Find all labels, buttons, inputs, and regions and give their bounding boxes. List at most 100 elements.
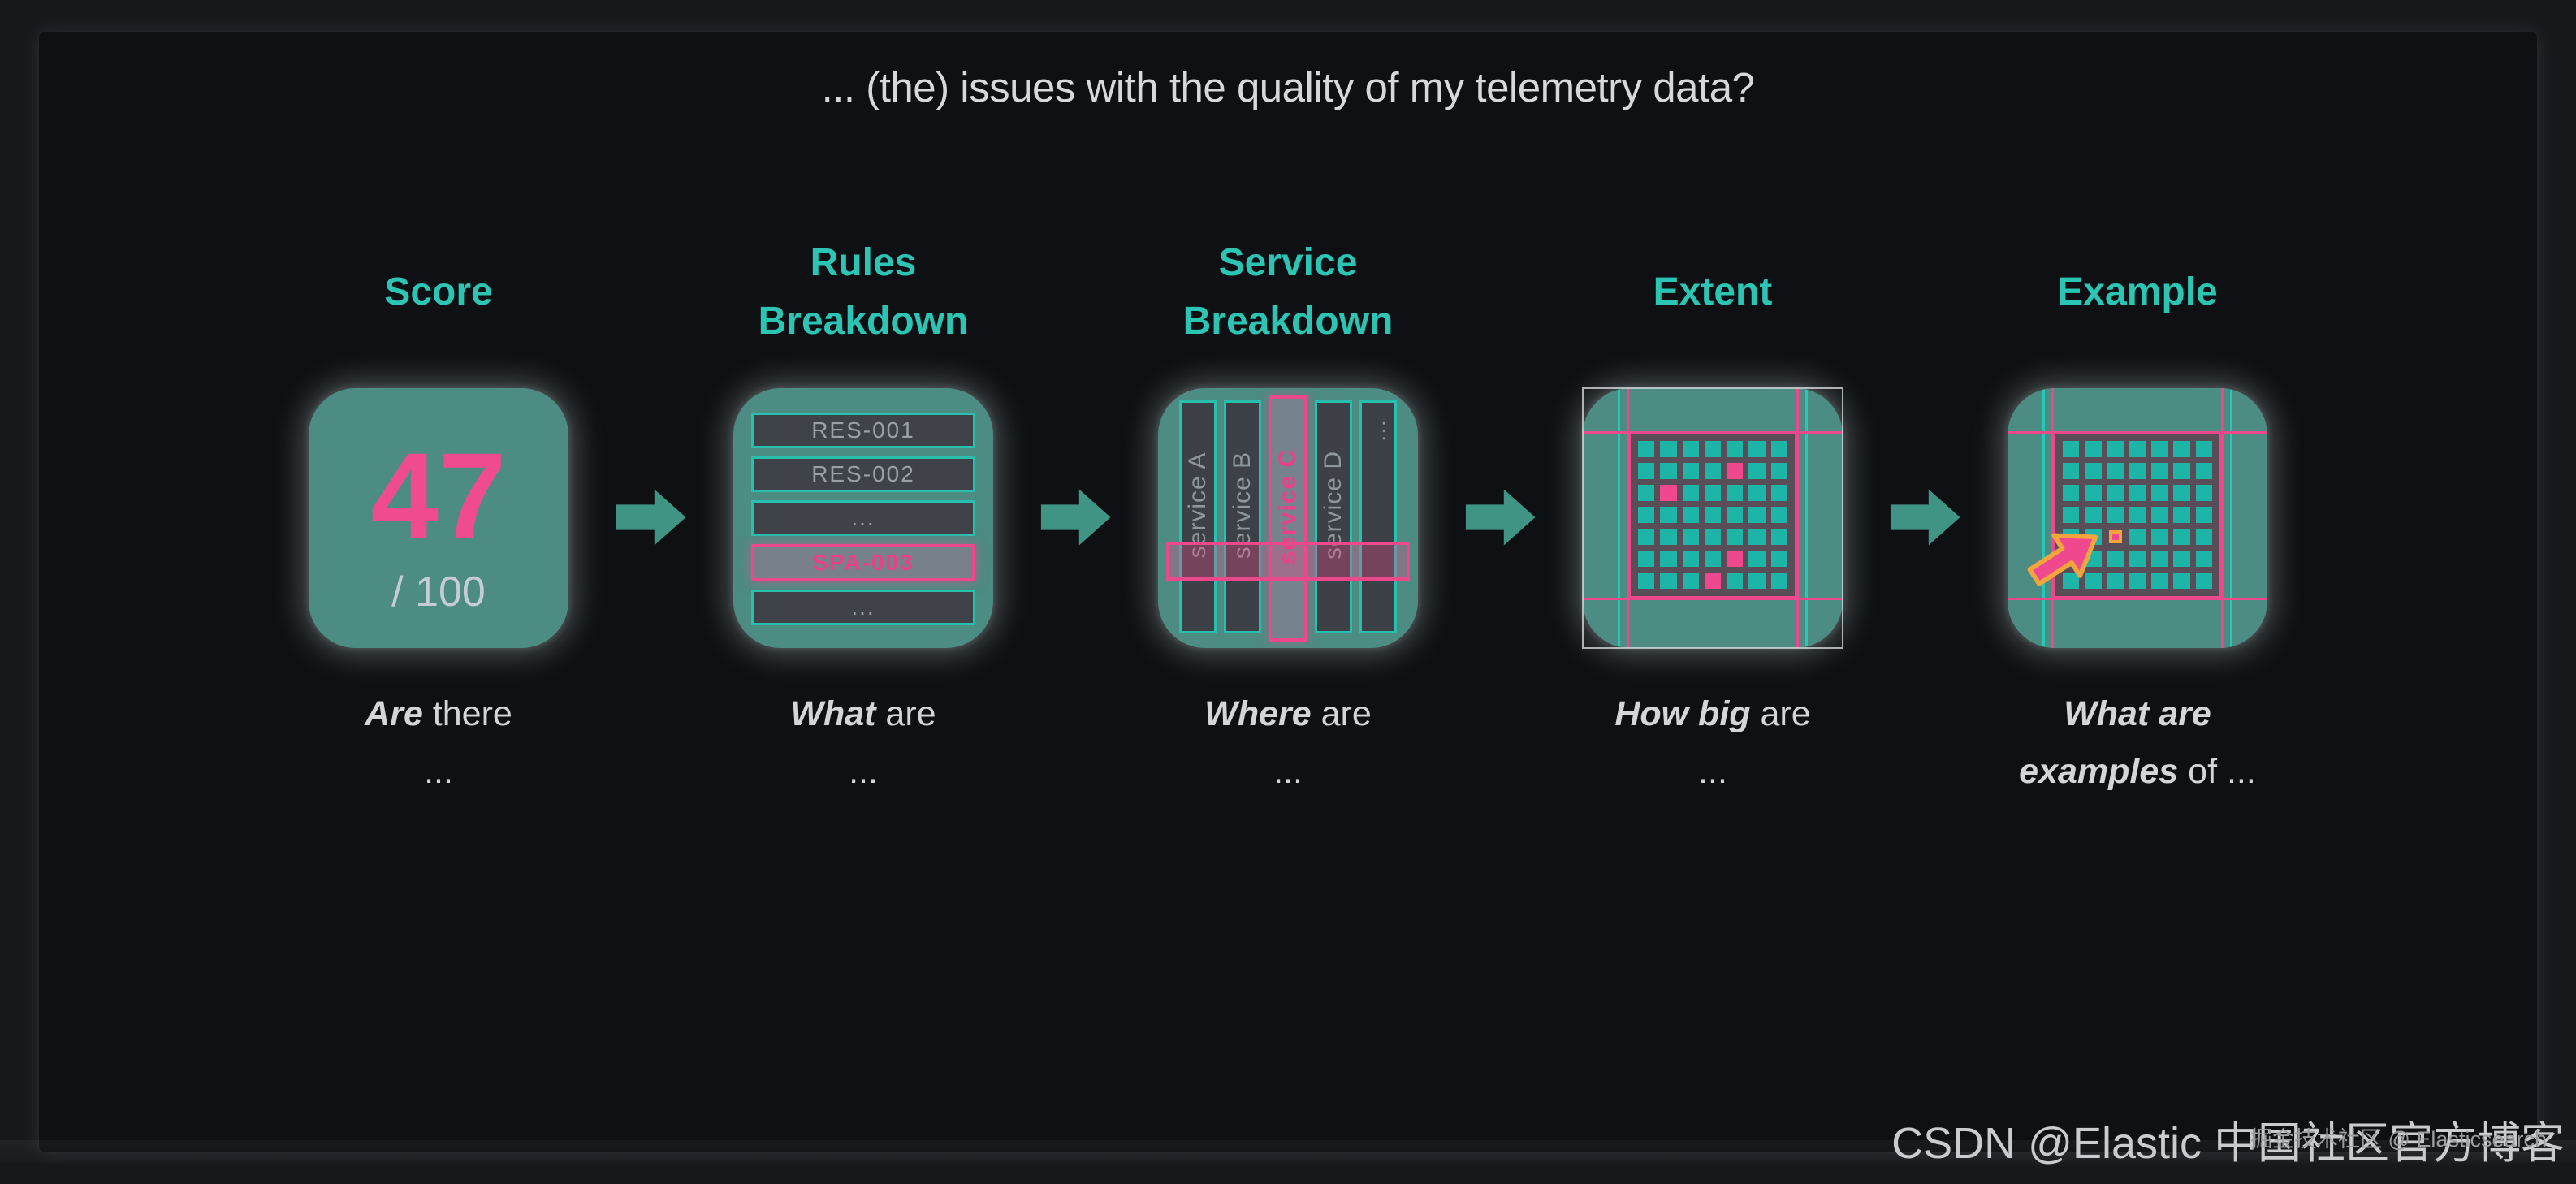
grid-cell [1638, 440, 1655, 457]
grid-cell [2129, 506, 2146, 523]
grid-cell [1770, 440, 1787, 457]
grid-cell [1660, 484, 1677, 501]
watermark-band [0, 1140, 2576, 1163]
guide-line [2229, 388, 2232, 648]
grid-cell [2085, 506, 2102, 523]
rules-box: RES-001 RES-002 ... SPA-003 ... [733, 388, 993, 648]
grid-cell [1770, 528, 1787, 545]
arrow-gap [993, 484, 1158, 551]
example-box [2008, 388, 2267, 648]
grid-cell [2085, 484, 2102, 501]
grid-cell [1748, 528, 1766, 545]
grid-cell [2129, 550, 2146, 567]
rule-row: RES-001 [751, 413, 975, 448]
service-column-highlighted: service C [1269, 395, 1307, 642]
grid-cell [2195, 506, 2212, 523]
guide-line [2220, 388, 2224, 648]
question-text: ... (the) issues with the quality of my … [821, 64, 1755, 110]
grid-cell [2173, 506, 2190, 523]
grid-cell [2195, 484, 2212, 501]
grid-cell [1682, 484, 1699, 501]
right-arrow-icon [1040, 489, 1111, 546]
guide-line [1583, 597, 1843, 600]
right-arrow-icon [1465, 489, 1536, 546]
grid-cell [2151, 528, 2168, 545]
grid-cell [2173, 440, 2190, 457]
grid-cell [2151, 506, 2168, 523]
panel-title: Service Breakdown [1182, 241, 1394, 343]
guide-line [1796, 388, 1799, 648]
grid-cell [1704, 440, 1722, 457]
grid-cell [1638, 572, 1655, 589]
grid-cell [1682, 462, 1699, 479]
grid-cell [2195, 528, 2212, 545]
rules-list: RES-001 RES-002 ... SPA-003 ... [751, 413, 975, 625]
grid-cell [1704, 528, 1722, 545]
guide-line [1627, 388, 1630, 648]
pointer-arrow-icon [2028, 533, 2098, 586]
impact-band [1165, 541, 1411, 581]
grid-cell [2195, 440, 2212, 457]
extent-box [1582, 387, 1843, 649]
grid-cell [1748, 462, 1766, 479]
panel-title: Score [384, 270, 493, 313]
grid-cell [2107, 506, 2124, 523]
grid-cell [2173, 462, 2190, 479]
grid-cell [2129, 440, 2146, 457]
panel-caption: How big are ... [1614, 694, 1811, 791]
service-column: ... [1359, 400, 1397, 633]
score-denominator: / 100 [391, 568, 486, 616]
guide-line [1804, 388, 1808, 648]
panel-service-breakdown: Service Breakdown service A service B se… [1158, 227, 1418, 801]
panel-title: Example [2057, 270, 2218, 313]
grid-cell [1727, 572, 1744, 589]
guide-line [2042, 388, 2046, 648]
panel-caption: Are there ... [365, 694, 512, 791]
grid-cell [1727, 550, 1744, 567]
grid-cell [2107, 572, 2124, 589]
rule-row: RES-002 [751, 456, 975, 492]
grid-cell [1704, 462, 1722, 479]
grid-cell [1682, 528, 1699, 545]
watermark-juejin: 掘金技术社区 @ Elasticsearch [2250, 1127, 2547, 1152]
panel-example: Example W [2008, 227, 2267, 801]
grid-cell [2107, 440, 2124, 457]
grid-cell [1660, 462, 1677, 479]
grid-cell [1660, 440, 1677, 457]
grid-cell [2063, 462, 2080, 479]
guide-line [2008, 597, 2267, 600]
grid-cell [1638, 484, 1655, 501]
services-box: service A service B service C service D … [1158, 388, 1418, 648]
grid-cell [1638, 550, 1655, 567]
grid-cell [1748, 484, 1766, 501]
grid-cell [2173, 528, 2190, 545]
grid-cell [1638, 462, 1655, 479]
grid-cell [1748, 440, 1766, 457]
rule-row: ... [751, 500, 975, 536]
service-column: service B [1224, 400, 1261, 633]
arrow-gap [1843, 484, 2008, 551]
grid-cell [1704, 572, 1722, 589]
grid-cell [1660, 528, 1677, 545]
grid-cell [2107, 484, 2124, 501]
panel-score: Score 47 / 100 Are there ... [309, 227, 568, 801]
watermark-csdn: CSDN @Elastic 中国社区官方博客 [1891, 1119, 2565, 1168]
rule-row-highlighted: SPA-003 [751, 544, 975, 581]
grid-cell [2195, 550, 2212, 567]
grid-cell [1660, 506, 1677, 523]
score-box: 47 / 100 [309, 388, 568, 648]
grid-cell [2063, 440, 2080, 457]
grid-cell [1682, 440, 1699, 457]
service-column: service D [1315, 400, 1352, 633]
grid-cell [1727, 462, 1744, 479]
grid-cell [2107, 550, 2124, 567]
grid-cell [1682, 506, 1699, 523]
grid-cell [1770, 550, 1787, 567]
grid-cell [1770, 462, 1787, 479]
rule-row: ... [751, 590, 975, 625]
grid-cell [1770, 484, 1787, 501]
grid-cell [1704, 550, 1722, 567]
grid-cell [2151, 550, 2168, 567]
score-readout: 47 / 100 [309, 388, 568, 648]
